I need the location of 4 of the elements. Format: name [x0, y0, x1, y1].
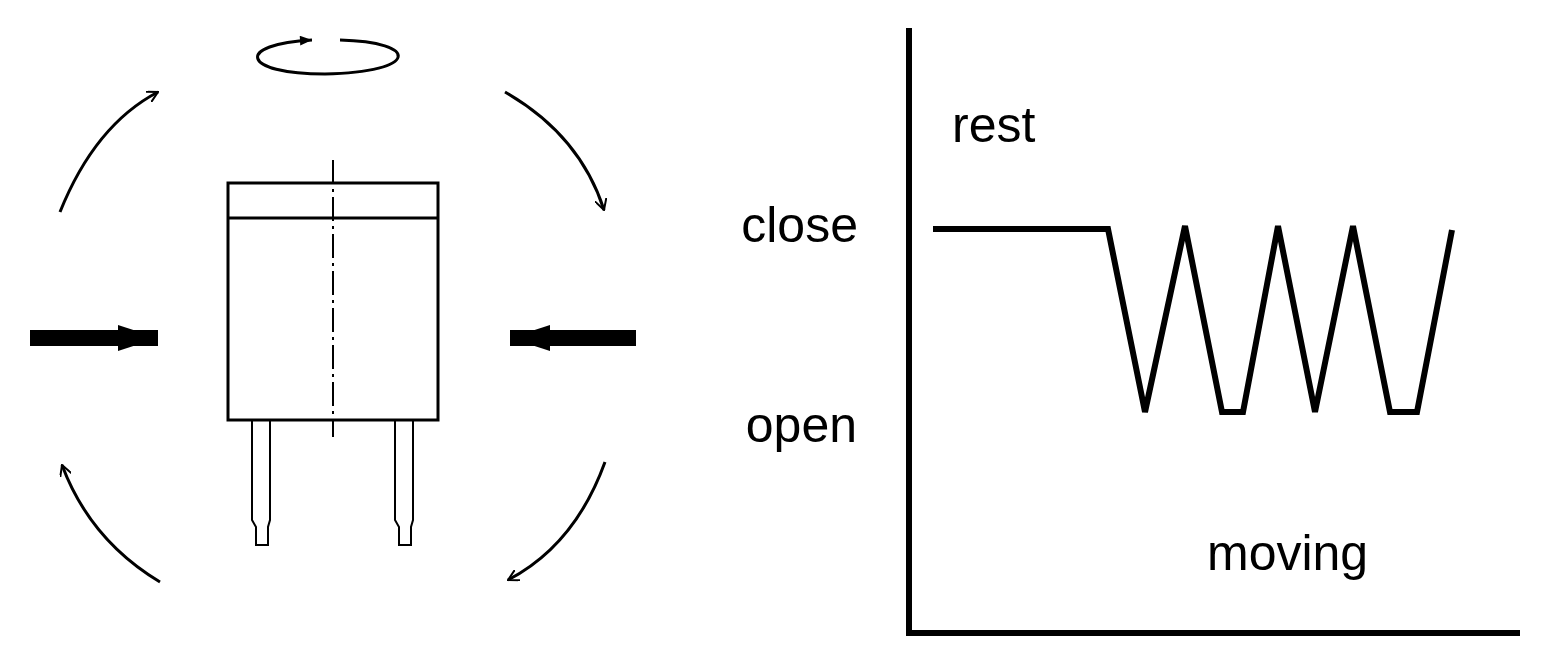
state-label: close: [741, 197, 858, 253]
state-label: rest: [952, 97, 1036, 153]
state-label: open: [745, 397, 857, 453]
state-label: moving: [1207, 525, 1369, 581]
